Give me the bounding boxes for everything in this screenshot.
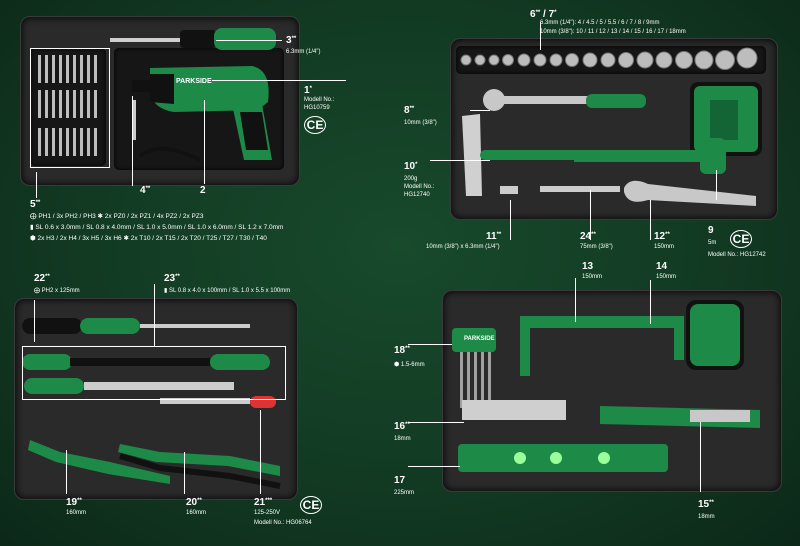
ce-mark-9: CE <box>730 230 752 248</box>
label-18: 18** <box>394 345 410 356</box>
brand-logo: PARKSIDE <box>176 78 212 85</box>
label-12-spec: 150mm <box>654 244 675 250</box>
sockets-row-1: 6.3mm (1/4"): 4 / 4.5 / 5 / 5.5 / 6 / 7 … <box>540 20 660 26</box>
label-17-spec: 225mm <box>394 490 415 496</box>
label-10-l1: 200g <box>404 176 418 182</box>
label-1-l1: Modell No.: <box>304 97 335 103</box>
label-14-spec: 150mm <box>656 274 677 280</box>
label-16-spec: 18mm <box>394 436 411 442</box>
bits-row-2: ▮ SL 0.6 x 3.0mm / SL 0.8 x 4.0mm / SL 1… <box>30 224 284 231</box>
label-1-l2: HG10759 <box>304 105 330 111</box>
label-22-spec: ⨁ PH2 x 125mm <box>34 288 80 294</box>
label-10: 10* <box>404 161 418 172</box>
label-23-spec: ▮ SL 0.8 x 4.0 x 100mm / SL 1.0 x 5.5 x … <box>164 288 291 294</box>
label-13-spec: 150mm <box>582 274 603 280</box>
label-18-spec: ⬢ 1.5-6mm <box>394 362 425 368</box>
label-21: 21*** <box>254 497 273 508</box>
bits-row-1: ⨁ PH1 / 3x PH2 / PH3 ✱ 2x PZ0 / 2x PZ1 /… <box>30 213 204 220</box>
label-3: 3** <box>286 35 297 46</box>
label-11: 11** <box>486 231 502 242</box>
label-24: 24** <box>580 231 596 242</box>
bits-row-3: ⬢ 2x H3 / 2x H4 / 3x H5 / 3x H6 ✱ 2x T10… <box>30 235 267 242</box>
label-16: 16** <box>394 421 410 432</box>
label-1: 1* <box>304 85 312 96</box>
label-24-spec: 75mm (3/8") <box>580 244 613 250</box>
label-23: 23** <box>164 273 180 284</box>
label-14: 14 <box>656 261 668 272</box>
label-11-spec: 10mm (3/8") x 6.3mm (1/4") <box>426 244 500 250</box>
label-9-l1: 5m <box>708 240 717 246</box>
label-19: 19** <box>66 497 82 508</box>
label-21-l2: Modell No.: HG06764 <box>254 520 312 526</box>
label-8-spec: 10mm (3/8") <box>404 120 437 126</box>
label-15-spec: 18mm <box>698 514 715 520</box>
label-20: 20** <box>186 497 202 508</box>
sockets-row-2: 10mm (3/8"): 10 / 11 / 12 / 13 / 14 / 15… <box>540 29 686 35</box>
label-9-l2: Modell No.: HG12742 <box>708 252 766 258</box>
label-9: 9 <box>708 225 714 236</box>
label-5: 5** <box>30 199 41 210</box>
label-10-l2: Modell No.: <box>404 184 435 190</box>
label-8: 8** <box>404 105 415 116</box>
label-22: 22** <box>34 273 50 284</box>
label-19-spec: 160mm <box>66 510 87 516</box>
ce-mark-21: CE <box>300 496 322 514</box>
label-12: 12** <box>654 231 670 242</box>
bits-outline <box>30 48 110 168</box>
label-21-l1: 125-250V <box>254 510 281 516</box>
ce-mark-1: CE <box>304 116 326 134</box>
screwdrivers-outline <box>22 346 286 400</box>
label-15: 15** <box>698 499 714 510</box>
label-17: 17 <box>394 475 406 486</box>
label-2: 2 <box>200 185 206 196</box>
label-20-spec: 160mm <box>186 510 207 516</box>
brand-logo-saw: PARKSIDE <box>464 336 495 342</box>
label-3-spec: 6.3mm (1/4") <box>286 49 321 55</box>
label-13: 13 <box>582 261 594 272</box>
label-10-l3: HG12740 <box>404 192 430 198</box>
label-6-7: 6** / 7* <box>530 9 557 20</box>
label-4: 4** <box>140 185 151 196</box>
